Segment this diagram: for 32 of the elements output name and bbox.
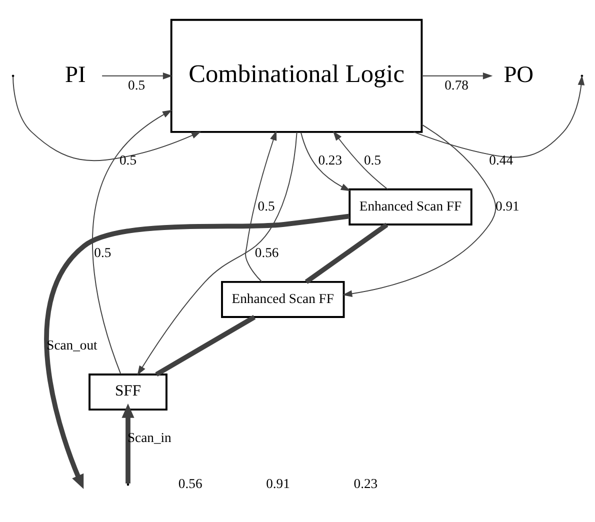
arrow — [421, 72, 493, 80]
arrow — [245, 130, 277, 282]
edge-label: 0.5 — [258, 198, 275, 214]
node-text: PO — [504, 62, 534, 88]
node-box: Combinational Logic — [170, 18, 423, 133]
arrow — [92, 110, 172, 375]
label: 0.56 — [178, 476, 202, 492]
edge-label: 0.5 — [119, 152, 137, 168]
arrow — [44, 214, 350, 490]
arrow — [122, 404, 134, 484]
edge-label: 0.44 — [489, 152, 514, 168]
edge-label: 0.91 — [496, 198, 520, 214]
node-box: Enhanced Scan FF — [348, 188, 472, 226]
edge-label: 0.5 — [128, 78, 146, 93]
arrow — [332, 130, 388, 190]
node-text: PI — [65, 62, 86, 88]
arrow — [342, 124, 496, 298]
node-box: Enhanced Scan FF — [221, 280, 345, 318]
arrow — [137, 132, 298, 376]
edge-label: 0.78 — [444, 78, 468, 93]
arrow — [102, 72, 173, 80]
node-box: SFF — [88, 374, 168, 411]
label: 0.91 — [266, 476, 290, 492]
arrow — [12, 76, 202, 162]
connector — [155, 315, 256, 377]
edge-label: 0.23 — [318, 152, 342, 168]
edge-label: 0.5 — [364, 152, 382, 168]
arrow — [300, 132, 351, 192]
edge-label: 0.56 — [254, 244, 279, 260]
label: 0.23 — [354, 476, 378, 492]
edge-label: 0.5 — [94, 244, 112, 260]
connector — [304, 222, 388, 284]
